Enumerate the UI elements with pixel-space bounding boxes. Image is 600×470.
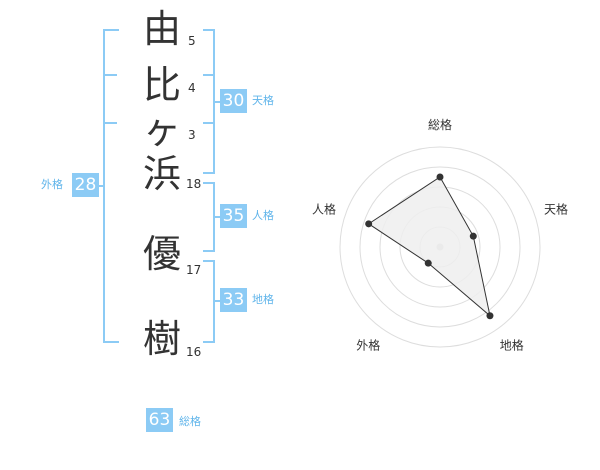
gaikaku-connector (99, 185, 103, 187)
chikaku-label: 地格 (252, 293, 274, 306)
name-char-4: 浜 (142, 152, 181, 196)
radar-points (365, 173, 494, 320)
soukaku-value: 63 (146, 408, 173, 432)
tenkaku-bracket (203, 29, 215, 174)
name-char-1: 由 (142, 7, 181, 51)
name-char-6: 樹 (142, 317, 181, 361)
stroke-count-3: 3 (188, 128, 196, 142)
radar-shape (367, 176, 491, 318)
jinkaku-value: 35 (220, 204, 247, 228)
radar-axis-label-3: 地格 (500, 338, 524, 353)
chikaku-bracket (203, 260, 215, 343)
gaikaku-label: 外格 (41, 178, 63, 191)
gaikaku-tick (105, 122, 117, 124)
radar-axis-label-2: 天格 (544, 201, 568, 216)
chikaku-value: 33 (220, 288, 247, 312)
stroke-count-5: 17 (186, 263, 202, 277)
radar-point-5 (365, 220, 373, 228)
tenkaku-connector (215, 101, 220, 103)
name-char-3: ヶ (142, 108, 181, 152)
radar-axis-label-5: 人格 (312, 201, 336, 216)
soukaku-label: 総格 (179, 415, 201, 428)
stroke-count-4: 18 (186, 177, 202, 191)
gaikaku-tick (105, 74, 117, 76)
tenkaku-value: 30 (220, 89, 247, 113)
radar-point-2 (469, 232, 477, 240)
radar-axis-label-4: 外格 (356, 338, 380, 353)
jinkaku-bracket (203, 182, 215, 252)
jinkaku-connector (215, 216, 220, 218)
radar-point-4 (424, 259, 432, 267)
name-char-5: 優 (142, 232, 181, 276)
jinkaku-label: 人格 (252, 209, 274, 222)
gaikaku-value: 28 (72, 173, 99, 197)
gaikaku-bracket (103, 29, 119, 343)
tenkaku-tick (203, 74, 213, 76)
radar-grid-ring (359, 166, 521, 328)
stroke-count-6: 16 (186, 345, 202, 359)
name-char-2: 比 (142, 63, 181, 107)
tenkaku-tick (203, 122, 213, 124)
chikaku-connector (215, 300, 220, 302)
radar-grid-ring (339, 146, 541, 348)
radar-point-3 (486, 312, 494, 320)
radar-point-1 (436, 173, 444, 181)
tenkaku-label: 天格 (252, 94, 274, 107)
radar-axis-label-1: 総格 (428, 117, 452, 132)
stroke-count-1: 5 (188, 34, 196, 48)
stroke-count-2: 4 (188, 81, 196, 95)
